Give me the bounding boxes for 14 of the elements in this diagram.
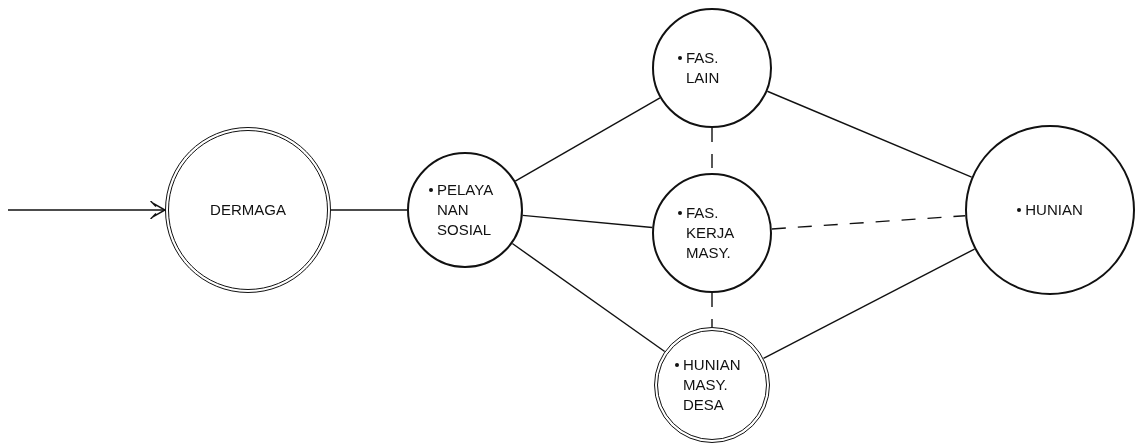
connector-line [330, 209, 408, 211]
connector-line [766, 90, 973, 178]
node-label: FAS. LAIN [686, 47, 721, 88]
node-label: FAS. KERJA MASY. [686, 202, 735, 264]
node-label: DERMAGA [210, 199, 286, 220]
connector-line [514, 97, 661, 182]
dashed-connector [771, 215, 966, 230]
connector-line [522, 214, 653, 229]
node-label: HUNIAN [1025, 199, 1083, 220]
dashed-connector [711, 292, 713, 328]
node-label: HUNIAN MASY. DESA [683, 354, 742, 416]
node-label: PELAYA NAN SOSIAL [437, 179, 494, 241]
connector-line [762, 248, 976, 360]
connector-line [511, 242, 666, 353]
